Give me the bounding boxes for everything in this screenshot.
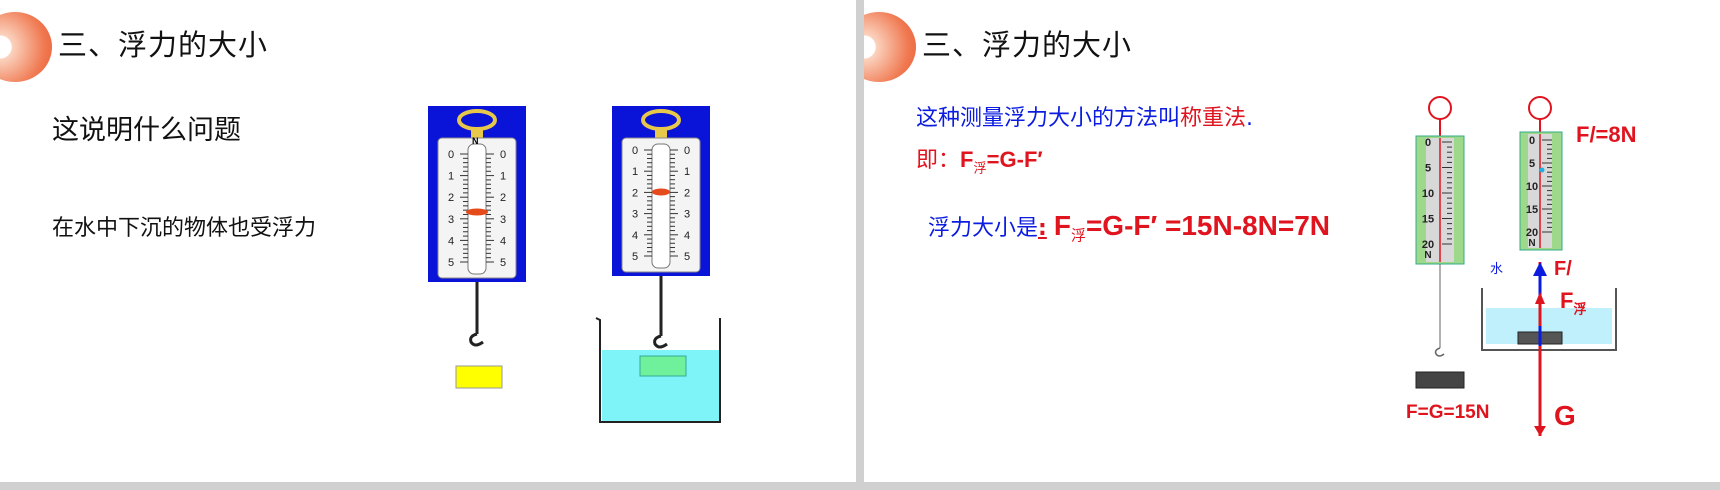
slide-title: 三、浮力的大小: [922, 28, 1133, 62]
scale-tick-label: 4: [632, 230, 638, 242]
scale-tick-label: 4: [684, 230, 690, 242]
buoyancy-arrow: [1535, 292, 1545, 304]
scale-tick-label: 10: [1422, 188, 1434, 200]
scale-tick-label: 0: [1425, 137, 1431, 149]
formula-prefix: 即：: [916, 148, 961, 173]
scale-tick-label: 20: [1526, 227, 1538, 239]
scale-tick-label: 1: [448, 171, 454, 183]
heavy-block: [1415, 371, 1465, 389]
scale-tick-label: 20: [1422, 239, 1434, 251]
slide-right: 三、浮力的大小 这种测量浮力大小的方法叫称重法. 即：F浮=G-F′ 浮力大小是…: [864, 0, 1720, 482]
magnitude-line: 浮力大小是: F浮=G-F′ =15N-8N=7N: [928, 210, 1330, 245]
answer-text: 在水中下沉的物体也受浮力: [52, 216, 317, 241]
scale-tick-label: 2: [448, 192, 454, 204]
magnitude-f: F: [1053, 210, 1071, 241]
label-gravity: G: [1554, 400, 1576, 431]
scale-tick-label: 0: [1529, 135, 1535, 147]
scale-tick-label: 10: [1526, 181, 1538, 193]
scale-tick-label: 0: [448, 149, 454, 161]
spring-scale-in-air: 0 0 1 1 2 2 3 3 4 4 5 5: [428, 106, 526, 389]
scale-tick-label: 5: [684, 251, 690, 263]
method-part1: 这种测量浮力大小的方法叫: [916, 106, 1181, 131]
scale-tick-label: 2: [500, 192, 506, 204]
scale-tick-label: 4: [500, 235, 506, 247]
scale-ticks: 0 0 1 1 2 2 3 3 4 4 5 5: [632, 145, 690, 263]
scale-tick-label: 5: [632, 251, 638, 263]
method-dot: .: [1246, 106, 1254, 131]
method-name: 称重法: [1180, 106, 1247, 131]
scale-tick-label: 4: [448, 235, 454, 247]
scale-tick-label: 1: [684, 166, 690, 178]
scale-tick-label: 3: [684, 209, 690, 221]
scale-tick-label: 0: [500, 149, 506, 161]
scale-tick-label: 5: [500, 257, 506, 269]
scale-ticks: 0 0 1 1 2 2 3 3 4 4 5 5: [448, 149, 506, 269]
formula-sub: 浮: [973, 161, 987, 177]
scale-tick-label: 15: [1526, 204, 1538, 216]
label-buoyancy: F浮: [1560, 288, 1586, 317]
scale-tick-label: 1: [632, 166, 638, 178]
scale-tick-label: 1: [500, 171, 506, 183]
scale-ring: [1428, 96, 1452, 120]
scale-tick-label: 2: [632, 187, 638, 199]
green-block: [639, 355, 687, 377]
scale-tick-label: N: [1528, 238, 1535, 249]
scale-tick-label: 5: [1425, 163, 1431, 175]
scale-tick-label: 3: [500, 214, 506, 226]
formula-f: F: [960, 147, 974, 172]
formula-rest: =G-F′: [986, 147, 1043, 172]
scale-tick-label: 3: [448, 214, 454, 226]
scale-tick-label: 0: [684, 145, 690, 157]
question-text: 这说明什么问题: [52, 115, 241, 146]
scale-tick-label: 2: [684, 187, 690, 199]
scale-ring: [1528, 96, 1552, 120]
label-tension-arrow: F/: [1554, 258, 1572, 280]
scale-top-letter: N: [472, 136, 479, 146]
yellow-block: [455, 365, 503, 389]
method-text: 这种测量浮力大小的方法叫称重法.: [916, 100, 1253, 132]
formula-line: 即：F浮=G-F′: [916, 142, 1043, 176]
label-tension-top: F/=8N: [1576, 122, 1637, 147]
label-water: 水: [1490, 261, 1504, 276]
magnitude-rest: =G-F′ =15N-8N=7N: [1085, 210, 1330, 241]
slide-left: 三、浮力的大小 这说明什么问题 在水中下沉的物体也受浮力 0 0 1 1 2 2 3 3 4 4 5…: [0, 0, 856, 482]
label-buoyancy-sub: 浮: [1573, 301, 1587, 317]
magnitude-colon: :: [1038, 216, 1047, 241]
scale-tick-label: 0: [632, 145, 638, 157]
scale-tick-label: 15: [1422, 214, 1434, 226]
magnitude-label: 浮力大小是: [928, 216, 1039, 241]
label-weight: F=G=15N: [1406, 402, 1490, 423]
title-circle-decoration: [864, 12, 916, 82]
label-buoyancy-f: F: [1560, 288, 1574, 313]
scale-tick-label: N: [1424, 250, 1431, 261]
scale-tick-label: 5: [448, 257, 454, 269]
title-circle-decoration: [0, 12, 52, 82]
scale-tick-label: 5: [1529, 158, 1535, 170]
magnitude-sub: 浮: [1070, 226, 1086, 245]
slide-title: 三、浮力的大小: [58, 28, 269, 62]
spring-scale-in-water: 0 0 1 1 2 2 3 3 4 4 5 5: [595, 106, 721, 423]
scale-tick-label: 3: [632, 209, 638, 221]
